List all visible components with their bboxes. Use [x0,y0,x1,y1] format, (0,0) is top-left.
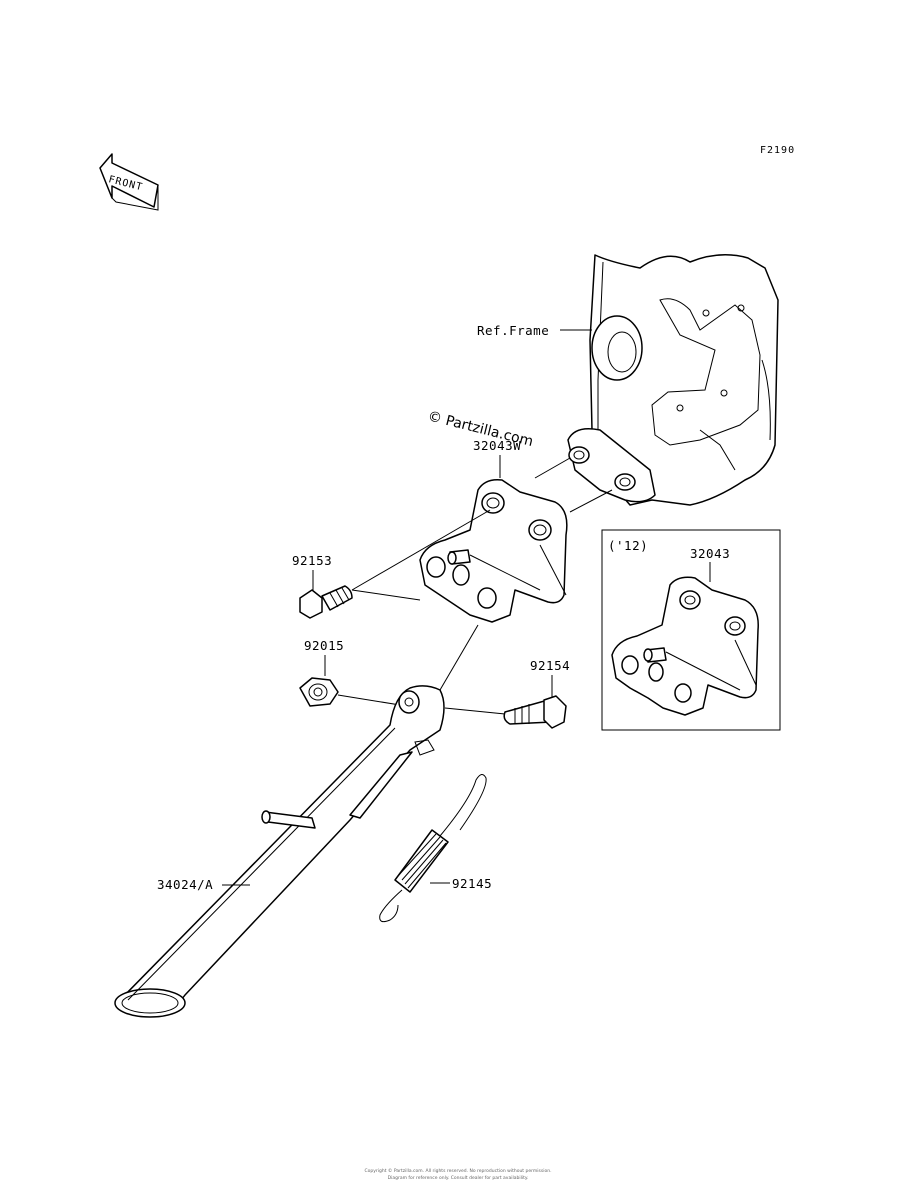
footer-line-2: Diagram for reference only. Consult deal… [388,1175,529,1181]
label-stand: 34024/A [157,877,213,892]
footer-line-1: Copyright © Partzilla.com. All rights re… [364,1167,551,1174]
bracket-main [419,478,568,623]
bolt-92153 [299,585,353,619]
label-nut-92015: 92015 [304,638,344,653]
bolt-92154 [503,695,567,729]
spring-92145 [379,774,487,923]
inset-box: ('12) 32043 [601,529,781,731]
front-arrow-icon: FRONT [99,153,159,211]
nut-92015 [299,677,339,707]
label-bolt-92154: 92154 [530,658,570,673]
label-spring-92145: 92145 [452,876,492,891]
label-bolt-92153: 92153 [292,553,332,568]
frame-reference [567,254,779,506]
label-bracket-inset: 32043 [690,546,730,561]
diagram-code: F2190 [760,145,795,156]
inset-label: ('12) [608,538,648,553]
label-ref-frame: Ref.Frame [477,323,549,338]
label-bracket-main: 32043W [473,438,521,453]
side-stand [114,685,445,1018]
